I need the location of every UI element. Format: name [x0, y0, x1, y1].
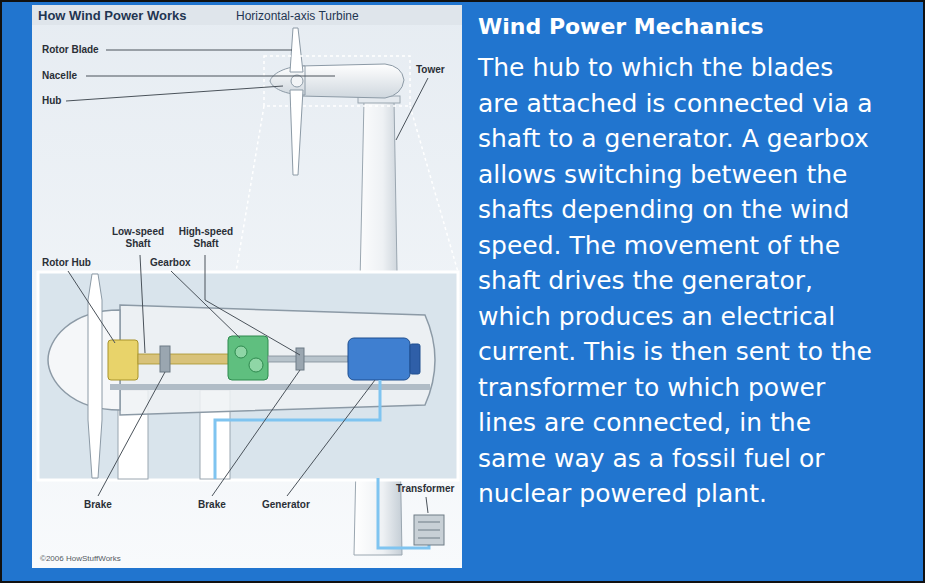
leader-line	[140, 255, 145, 353]
gear	[235, 346, 247, 358]
gear	[249, 358, 263, 372]
leader-line	[106, 50, 292, 51]
generator-cap	[410, 344, 420, 374]
nacelle	[300, 64, 404, 98]
part-label: High-speed Shaft	[176, 226, 236, 250]
leader-line	[171, 271, 240, 338]
part-label: Tower	[416, 64, 445, 76]
leader-line	[426, 497, 428, 513]
part-label: Gearbox	[150, 257, 191, 269]
zoom-guide	[236, 106, 264, 272]
part-label: Generator	[262, 499, 310, 511]
transformer-fin	[418, 530, 440, 531]
leader-lines	[66, 50, 428, 513]
brake-part	[296, 348, 304, 370]
leader-line	[205, 255, 300, 355]
gearbox-part	[228, 336, 268, 380]
illustration-panel	[32, 5, 462, 568]
slide-heading: Wind Power Mechanics	[478, 14, 764, 40]
part-label: Brake	[198, 499, 226, 511]
leader-line	[68, 271, 115, 343]
leader-line	[396, 78, 428, 140]
leader-line	[98, 372, 165, 496]
leader-line	[66, 86, 283, 101]
hub	[291, 75, 303, 87]
zoom-box	[264, 56, 410, 106]
generator-part	[348, 338, 410, 380]
high-speed-shaft	[268, 356, 348, 362]
cutaway-inset	[38, 272, 458, 480]
zoom-guide	[410, 106, 458, 272]
part-label: Nacelle	[42, 70, 77, 82]
nacelle-cutaway	[120, 305, 435, 415]
panel-header-band	[32, 5, 462, 25]
part-label: Transformer	[396, 483, 454, 495]
leader-line	[86, 76, 335, 77]
body-text: The hub to which the blades are attached…	[478, 50, 880, 512]
panel-subtitle: Horizontal-axis Turbine	[236, 9, 359, 23]
panel-title: How Wind Power Works	[38, 8, 186, 24]
part-label: Low-speed Shaft	[108, 226, 168, 250]
leader-line	[287, 380, 375, 496]
copyright-note: ©2006 HowStuffWorks	[40, 554, 121, 564]
low-speed-shaft	[138, 354, 230, 364]
power-cable	[215, 380, 380, 479]
transformer-box	[414, 515, 444, 545]
leader-line	[212, 370, 300, 496]
transformer-fin	[418, 538, 440, 539]
part-label: Rotor Blade	[42, 44, 99, 56]
rotor-hub-part	[108, 340, 138, 380]
part-label: Rotor Hub	[42, 257, 91, 269]
part-label: Brake	[84, 499, 112, 511]
transformer-fin	[418, 522, 440, 523]
rotor-blade	[290, 90, 303, 175]
part-label: Hub	[42, 95, 61, 107]
brake-part	[160, 346, 170, 372]
